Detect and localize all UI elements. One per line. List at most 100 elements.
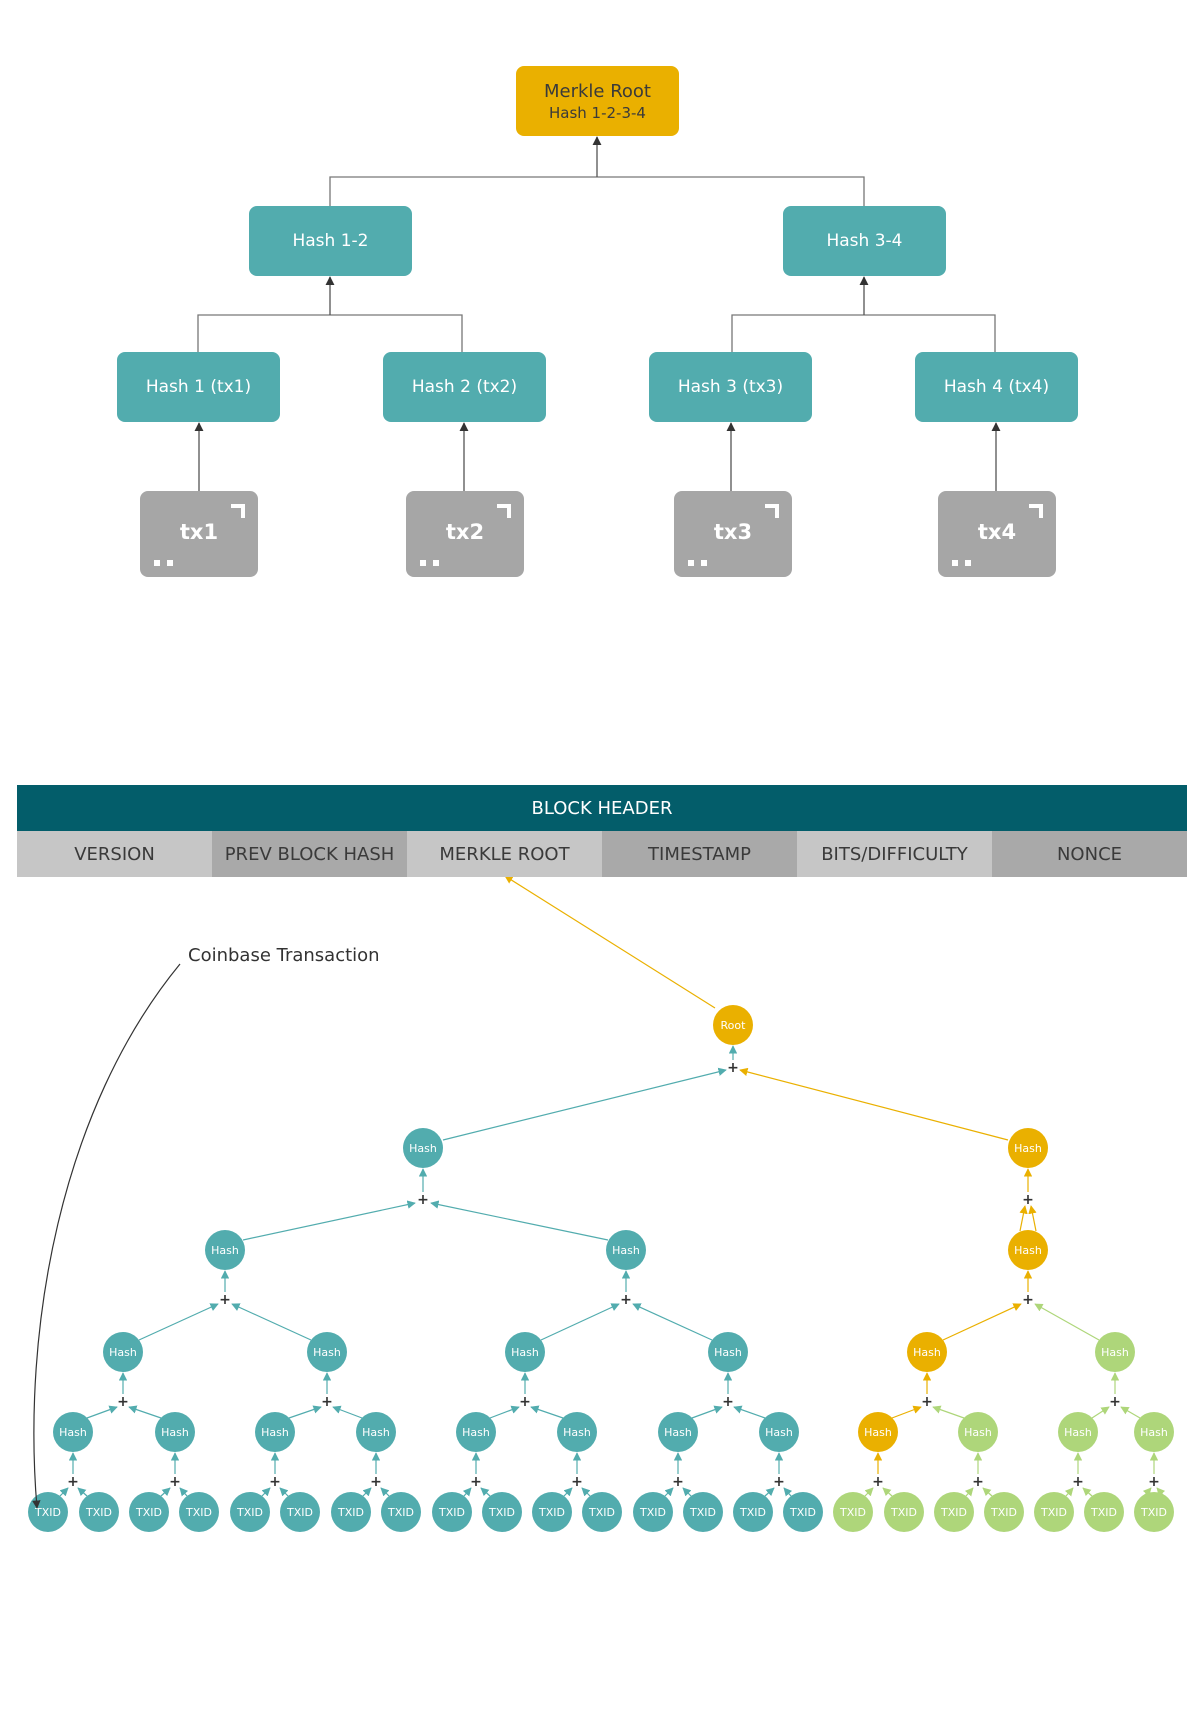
txid-node: TXID xyxy=(28,1492,68,1532)
txid-node-circle xyxy=(179,1492,219,1532)
plus-sign: + xyxy=(321,1394,333,1410)
hash-node-label: Hash xyxy=(1014,1244,1042,1257)
hash-4-box: Hash 4 (tx4) xyxy=(915,352,1078,422)
hash-node: Hash xyxy=(255,1412,295,1452)
hash-node-label: Hash xyxy=(511,1346,539,1359)
tree-edge xyxy=(1120,1406,1141,1419)
txid-node-label: TXID xyxy=(639,1506,666,1519)
txid-node: TXID xyxy=(582,1492,622,1532)
plus-sign: + xyxy=(571,1474,583,1490)
hash-3-4-label: Hash 3-4 xyxy=(826,231,903,251)
tx2-label: tx2 xyxy=(445,520,485,544)
txid-node-circle xyxy=(934,1492,974,1532)
tree-edge xyxy=(86,1405,118,1419)
hash-node: Hash xyxy=(907,1332,947,1372)
tree-edge xyxy=(242,1200,416,1241)
connector-line xyxy=(197,314,463,352)
hash-node: Hash xyxy=(356,1412,396,1452)
txid-node-circle xyxy=(482,1492,522,1532)
root-node-label: Root xyxy=(721,1019,747,1032)
dots-icon xyxy=(154,560,173,566)
hash-node-circle xyxy=(356,1412,396,1452)
hash-node: Hash xyxy=(205,1230,245,1270)
txid-node-label: TXID xyxy=(940,1506,967,1519)
hash-node: Hash xyxy=(1134,1412,1174,1452)
tree-edge xyxy=(332,1405,363,1419)
plus-sign: + xyxy=(672,1474,684,1490)
txid-node-label: TXID xyxy=(488,1506,515,1519)
tx4-box: tx4 xyxy=(938,491,1056,577)
hash-node-label: Hash xyxy=(1101,1346,1129,1359)
txid-node: TXID xyxy=(683,1492,723,1532)
tree-edge xyxy=(380,1487,390,1497)
txid-node-label: TXID xyxy=(1140,1506,1167,1519)
hash-node: Hash xyxy=(658,1412,698,1452)
hash-node-circle xyxy=(456,1412,496,1452)
plus-sign: + xyxy=(1148,1474,1160,1490)
hash-node-circle xyxy=(907,1332,947,1372)
merkle-root-title: Merkle Root xyxy=(543,80,651,102)
hash-node-label: Hash xyxy=(211,1244,239,1257)
hash-node: Hash xyxy=(759,1412,799,1452)
txid-node-label: TXID xyxy=(34,1506,61,1519)
hash-node-label: Hash xyxy=(964,1426,992,1439)
hash-node: Hash xyxy=(456,1412,496,1452)
txid-node-label: TXID xyxy=(839,1506,866,1519)
tree-edge xyxy=(1082,1487,1093,1497)
txid-node-label: TXID xyxy=(538,1506,565,1519)
hash-node: Hash xyxy=(1058,1412,1098,1452)
tree-edge xyxy=(77,1487,88,1497)
hash-node: Hash xyxy=(1095,1332,1135,1372)
txid-node: TXID xyxy=(733,1492,773,1532)
dots-icon xyxy=(952,560,971,566)
plus-sign: + xyxy=(1022,1292,1034,1308)
txid-node-circle xyxy=(280,1492,320,1532)
hash-node: Hash xyxy=(403,1128,443,1168)
txid-node: TXID xyxy=(934,1492,974,1532)
coinbase-transaction-label: Coinbase Transaction xyxy=(188,945,380,966)
hash-1-2-label: Hash 1-2 xyxy=(292,231,369,251)
txid-node-circle xyxy=(381,1492,421,1532)
root-node-circle xyxy=(713,1005,753,1045)
hash-node: Hash xyxy=(708,1332,748,1372)
txid-node: TXID xyxy=(884,1492,924,1532)
tx1-label: tx1 xyxy=(179,520,219,544)
tree-edge xyxy=(442,1067,727,1141)
txid-node-label: TXID xyxy=(1040,1506,1067,1519)
txid-node-circle xyxy=(984,1492,1024,1532)
txid-node: TXID xyxy=(833,1492,873,1532)
hash-node-circle xyxy=(205,1230,245,1270)
hash-node-circle xyxy=(858,1412,898,1452)
hash-node: Hash xyxy=(103,1332,143,1372)
txid-node-circle xyxy=(783,1492,823,1532)
txid-node-circle xyxy=(833,1492,873,1532)
tx3-label: tx3 xyxy=(713,520,753,544)
txid-node: TXID xyxy=(1084,1492,1124,1532)
hash-node: Hash xyxy=(557,1412,597,1452)
tree-edge xyxy=(739,1067,1009,1141)
hash-node-circle xyxy=(557,1412,597,1452)
tree-edge xyxy=(632,1303,713,1341)
txid-node: TXID xyxy=(783,1492,823,1532)
plus-sign: + xyxy=(519,1394,531,1410)
tree-edge xyxy=(891,1405,922,1419)
tree-edge xyxy=(1019,1205,1028,1232)
tx1-box: tx1 xyxy=(140,491,258,577)
header-field-version: VERSION xyxy=(17,831,212,877)
plus-sign: + xyxy=(67,1474,79,1490)
txid-node: TXID xyxy=(381,1492,421,1532)
txid-node: TXID xyxy=(1034,1492,1074,1532)
plus-sign: + xyxy=(269,1474,281,1490)
tree-edge xyxy=(581,1487,591,1497)
hash-node-label: Hash xyxy=(462,1426,490,1439)
hash-node-label: Hash xyxy=(714,1346,742,1359)
tree-edge xyxy=(1064,1487,1074,1497)
txid-node-circle xyxy=(79,1492,119,1532)
txid-node-circle xyxy=(1084,1492,1124,1532)
tx3-box: tx3 xyxy=(674,491,792,577)
hash-node: Hash xyxy=(606,1230,646,1270)
header-field-nonce: NONCE xyxy=(992,831,1187,877)
tree-edge xyxy=(430,1200,609,1241)
txid-node-label: TXID xyxy=(789,1506,816,1519)
tree-edge xyxy=(279,1487,289,1497)
